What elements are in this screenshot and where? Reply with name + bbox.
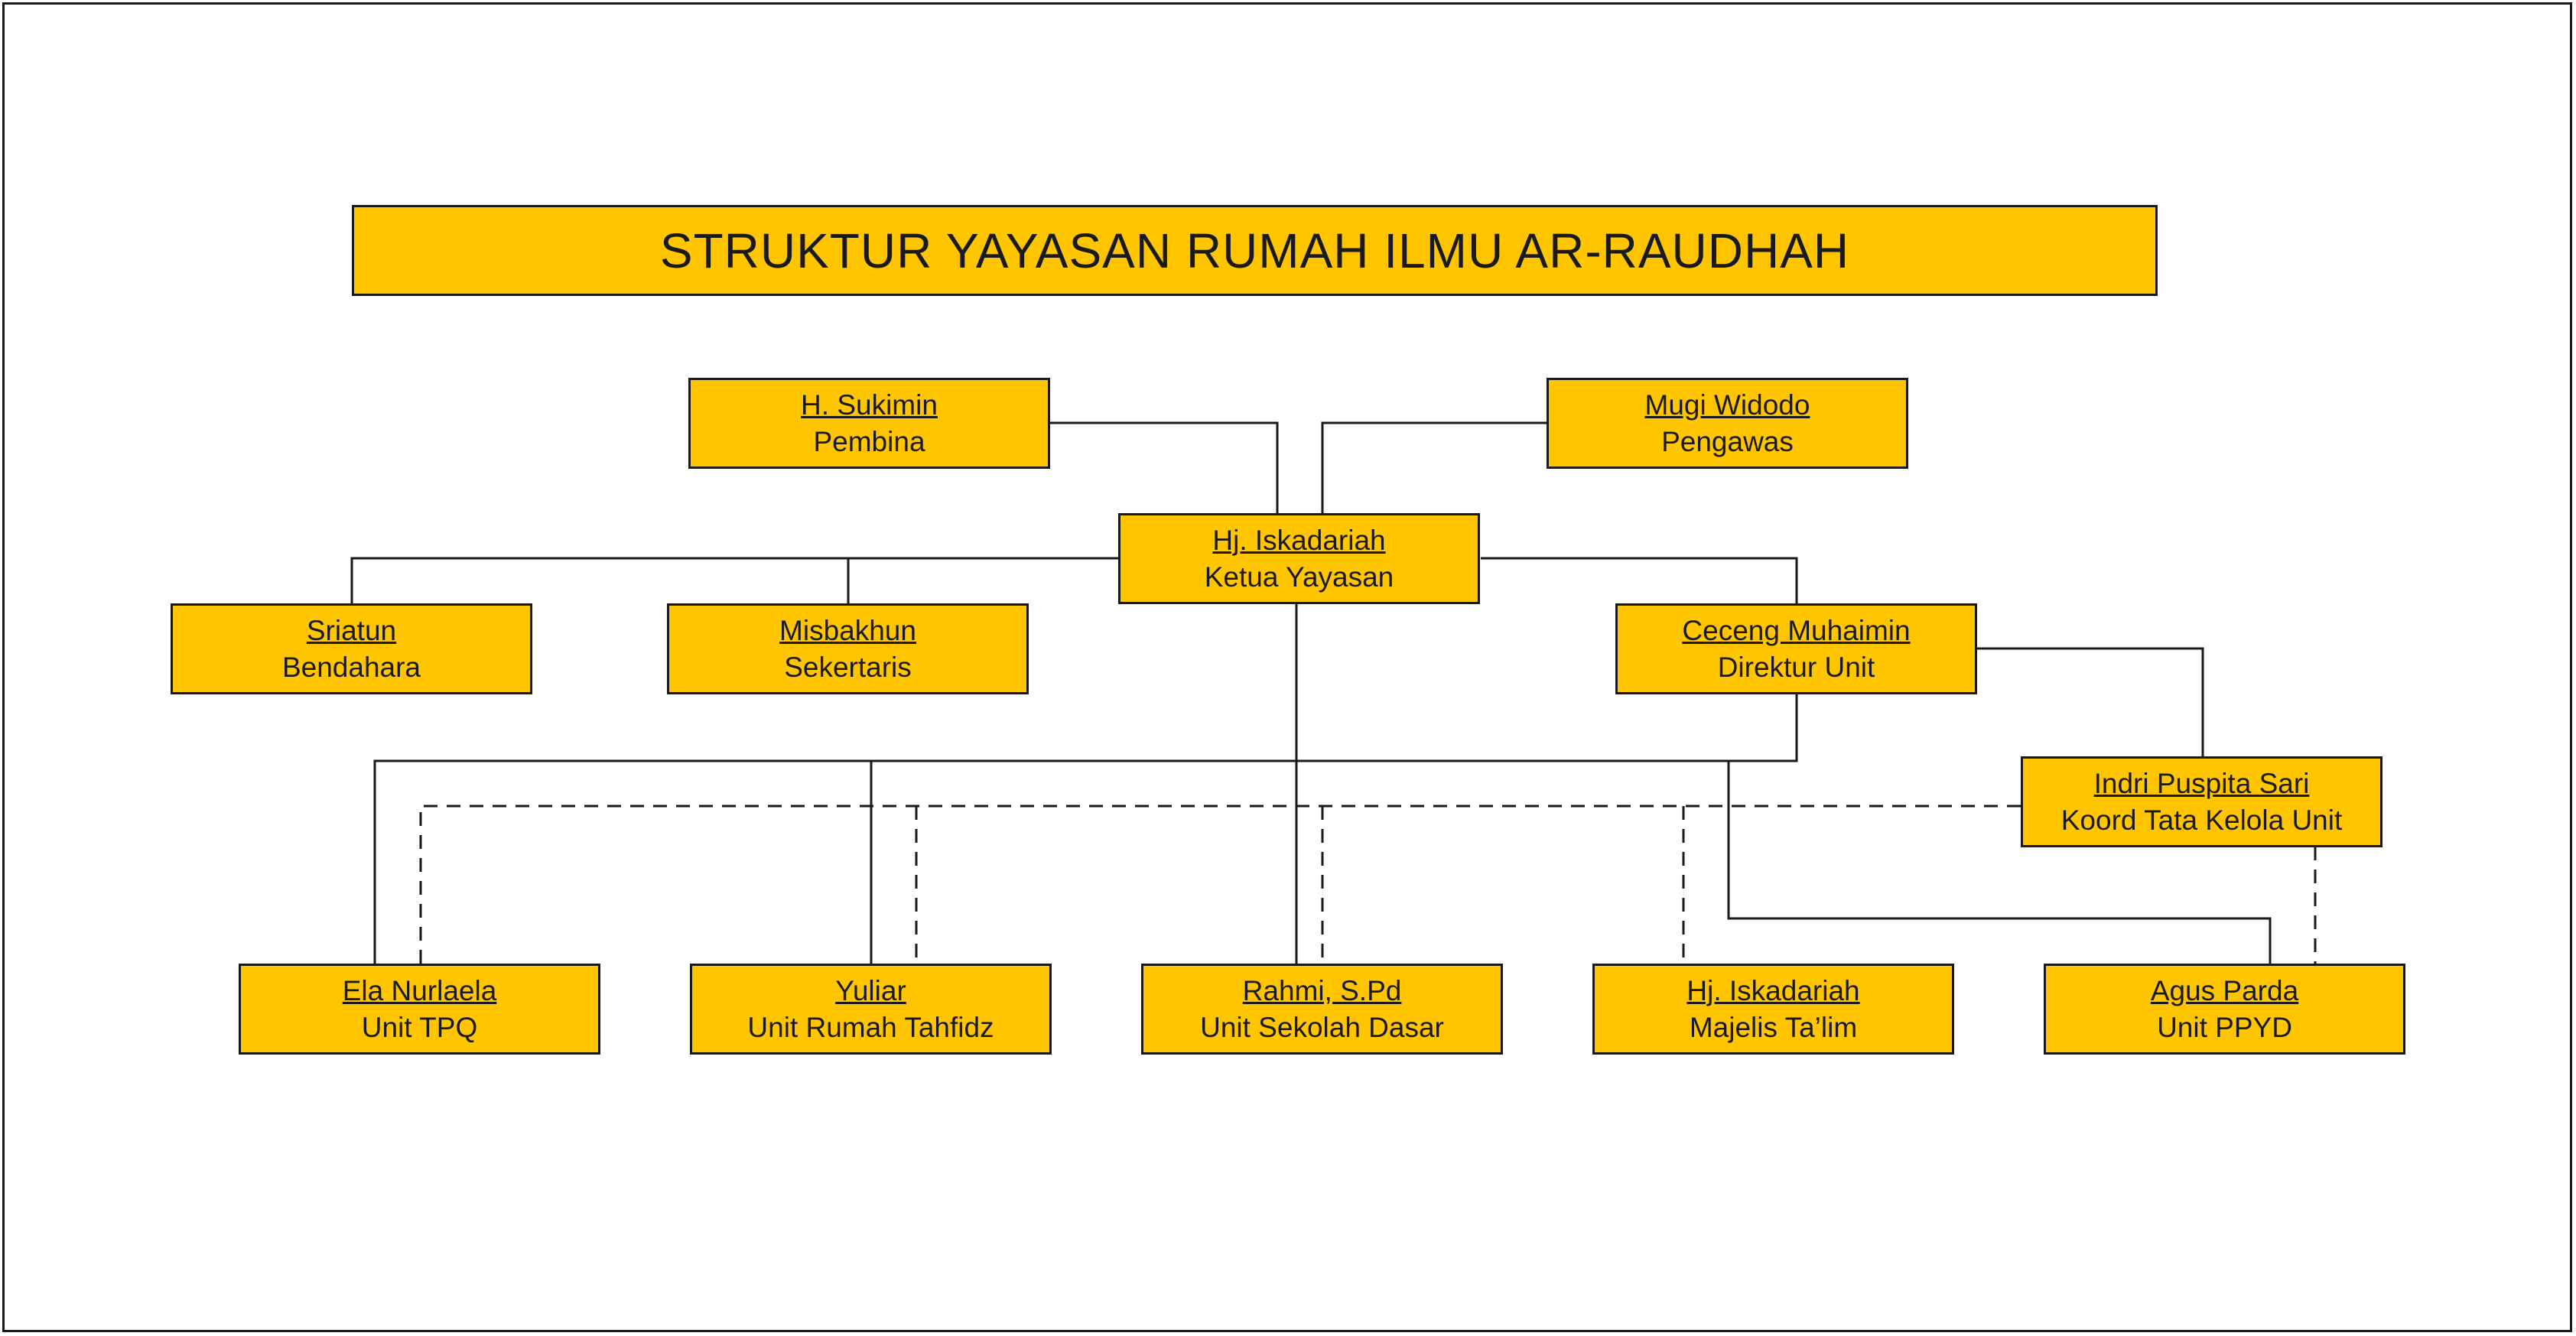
node-sekertaris: Misbakhun Sekertaris [667, 603, 1029, 694]
connector-pengawas-ketua [1321, 421, 1547, 513]
node-name: Ela Nurlaela [342, 974, 497, 1006]
node-role: Direktur Unit [1717, 651, 1875, 683]
node-name: Sriatun [306, 614, 397, 646]
node-pembina: H. Sukimin Pembina [688, 378, 1050, 469]
node-role: Majelis Ta’lim [1689, 1011, 1858, 1043]
node-role: Unit Rumah Tahfidz [747, 1011, 994, 1043]
node-role: Unit TPQ [361, 1011, 478, 1043]
connector-direktur-ppyd [1727, 761, 2272, 964]
node-direktur-unit: Ceceng Muhaimin Direktur Unit [1615, 603, 1977, 694]
node-role: Koord Tata Kelola Unit [2060, 804, 2343, 836]
node-role: Pembina [813, 425, 925, 457]
node-name: Rahmi, S.Pd [1242, 974, 1402, 1006]
node-majelis-talim: Hj. Iskadariah Majelis Ta’lim [1592, 964, 1954, 1055]
node-name: Yuliar [835, 974, 906, 1006]
node-name: Ceceng Muhaimin [1682, 614, 1911, 646]
diagram-title-box: STRUKTUR YAYASAN RUMAH ILMU AR-RAUDHAH [352, 205, 2158, 296]
node-role: Unit PPYD [2157, 1011, 2292, 1043]
node-name: H. Sukimin [801, 388, 938, 421]
node-name: Hj. Iskadariah [1212, 524, 1386, 556]
diagram-title: STRUKTUR YAYASAN RUMAH ILMU AR-RAUDHAH [659, 223, 1850, 278]
node-ketua-yayasan: Hj. Iskadariah Ketua Yayasan [1118, 513, 1480, 604]
node-unit-ppyd: Agus Parda Unit PPYD [2044, 964, 2405, 1055]
connector-ketua-bendahara [350, 557, 1118, 603]
connector-ketua-direktur [1481, 557, 1798, 603]
node-role: Sekertaris [784, 651, 912, 683]
node-unit-sekolah-dasar: Rahmi, S.Pd Unit Sekolah Dasar [1141, 964, 1503, 1055]
node-bendahara: Sriatun Bendahara [171, 603, 532, 694]
node-unit-rumah-tahfidz: Yuliar Unit Rumah Tahfidz [690, 964, 1052, 1055]
connector-direktur-koord [1977, 647, 2204, 756]
node-name: Indri Puspita Sari [2093, 767, 2310, 799]
connector-pembina-ketua [1050, 421, 1279, 513]
node-name: Agus Parda [2150, 974, 2299, 1006]
node-name: Mugi Widodo [1644, 388, 1810, 421]
node-role: Pengawas [1661, 425, 1794, 457]
node-koord-tata-kelola: Indri Puspita Sari Koord Tata Kelola Uni… [2021, 756, 2382, 847]
node-name: Misbakhun [779, 614, 916, 646]
dashed-koord-units [419, 805, 2021, 964]
node-name: Hj. Iskadariah [1686, 974, 1860, 1006]
node-unit-tpq: Ela Nurlaela Unit TPQ [239, 964, 600, 1055]
node-role: Unit Sekolah Dasar [1200, 1011, 1444, 1043]
node-pengawas: Mugi Widodo Pengawas [1547, 378, 1908, 469]
node-role: Ketua Yayasan [1204, 561, 1394, 593]
node-role: Bendahara [281, 651, 421, 683]
connector-direktur-units [373, 693, 1798, 964]
